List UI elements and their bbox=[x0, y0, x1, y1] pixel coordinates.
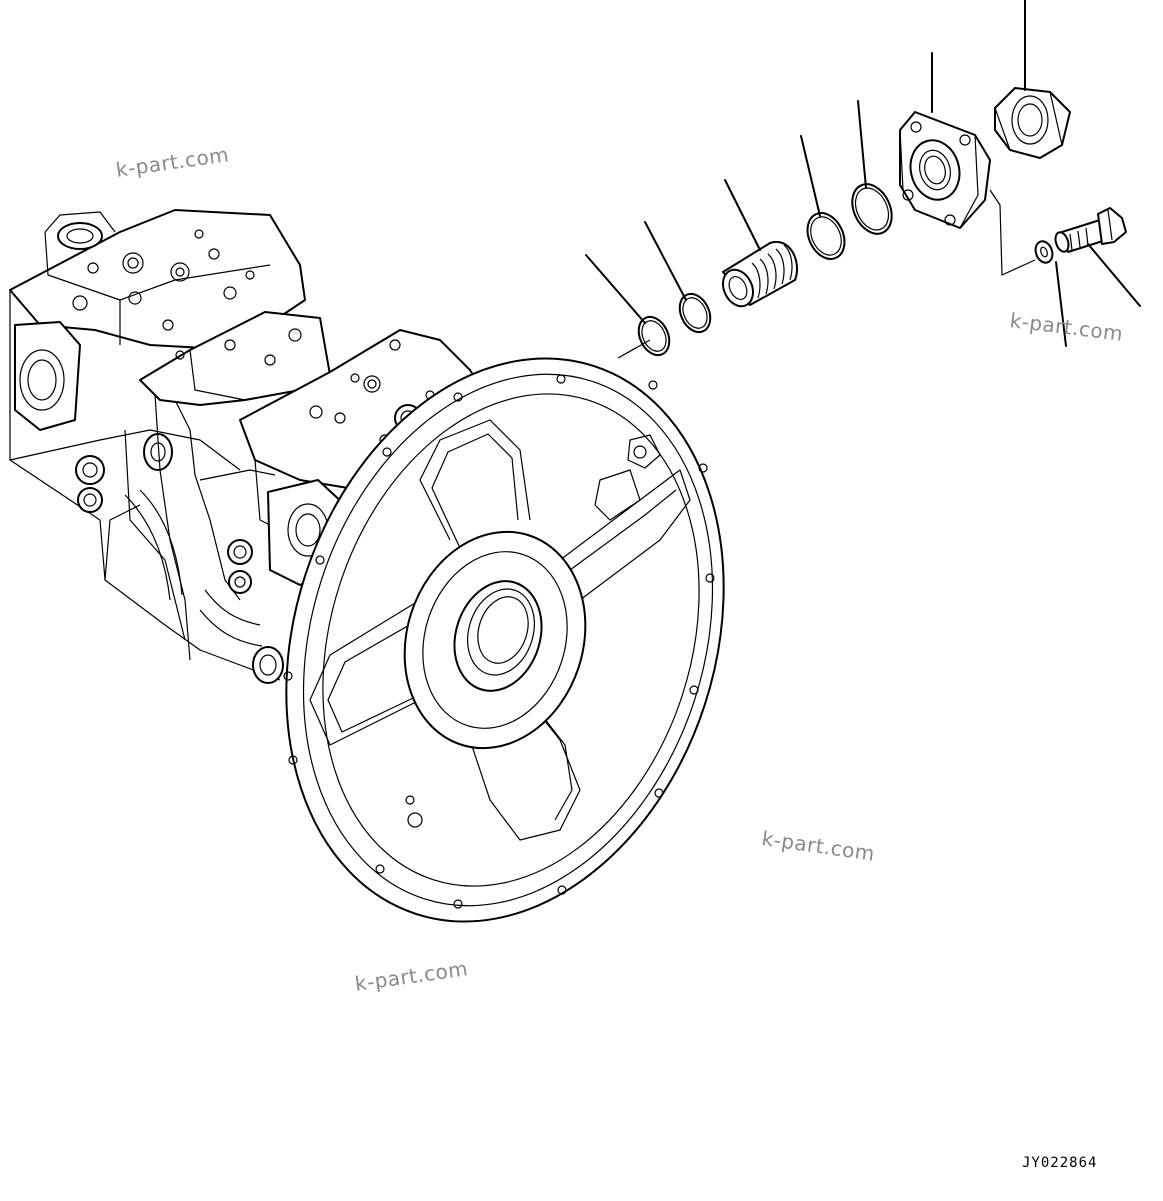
hydraulic-pump-assembly bbox=[9, 209, 486, 684]
o-ring-third bbox=[806, 212, 846, 260]
o-ring-small bbox=[637, 315, 671, 357]
hex-nut bbox=[994, 87, 1071, 159]
bolt bbox=[1054, 207, 1127, 253]
drawing-code: JY022864 bbox=[1022, 1155, 1098, 1171]
flywheel-housing bbox=[283, 357, 725, 923]
washer bbox=[1034, 240, 1054, 264]
leader-lines bbox=[585, 0, 1141, 359]
o-ring-second bbox=[678, 292, 712, 334]
o-ring-large bbox=[851, 183, 893, 235]
threaded-adapter bbox=[721, 240, 798, 308]
flange bbox=[899, 111, 991, 229]
rim-bolt-holes bbox=[283, 374, 715, 909]
